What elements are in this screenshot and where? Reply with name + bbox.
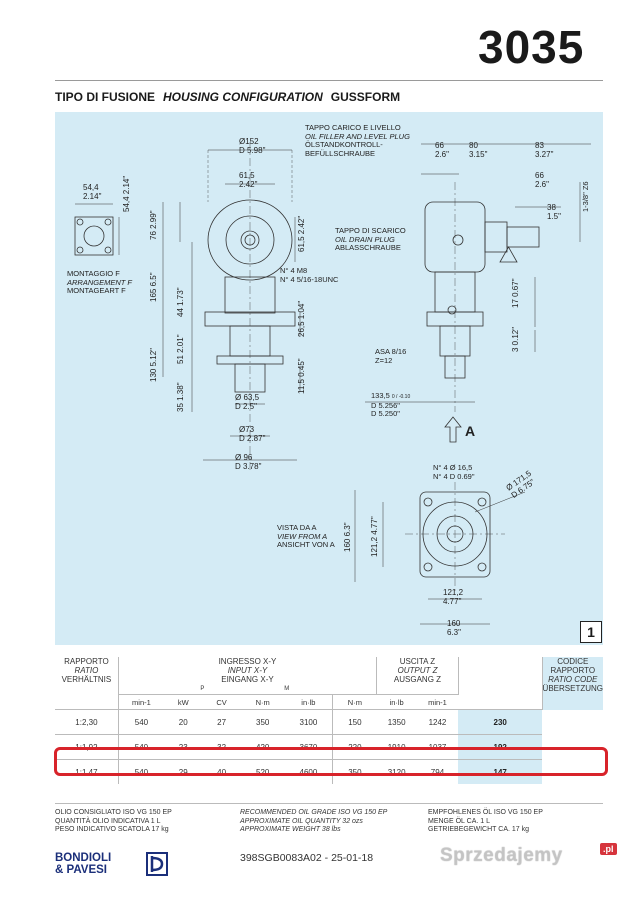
brand-logo-icon [146, 852, 168, 876]
header-divider [55, 80, 603, 81]
watermark: Sprzedajemy [440, 845, 563, 866]
notes-divider [55, 803, 603, 804]
units-row: min-1 kW CV N·m in·lb N·m in·lb min-1 [55, 694, 603, 710]
dim-51: 51 2.01" [176, 334, 185, 364]
drain-plug-label: TAPPO DI SCARICO OIL DRAIN PLUG ABLASSCH… [335, 226, 406, 252]
dim-76: 76 2.99" [149, 210, 158, 240]
view-from-a-label: VISTA DA A VIEW FROM A ANSICHT VON A [277, 523, 335, 549]
dim-121-2-vertical: 121,2 4.77" [370, 516, 379, 557]
dim-165: 165 6.5" [149, 272, 158, 302]
dim-35: 35 1.38" [176, 382, 185, 412]
technical-drawing: TAPPO CARICO E LIVELLO OIL FILLER AND LE… [55, 112, 603, 645]
m-label: M [284, 686, 290, 692]
dim-130: 130 5.12" [149, 347, 158, 382]
table-row-highlighted: 1:1,92 540 23 32 420 3670 220 1910 1037 … [55, 734, 603, 760]
dim-3: 3 0.12" [511, 326, 520, 352]
heading-de: GUSSFORM [330, 90, 401, 104]
p-label: P [200, 686, 205, 692]
dim-11-5: 11,5 0.45" [297, 358, 306, 394]
ratio-code: 147 [458, 759, 543, 784]
holes-label: N° 4 Ø 16,5 N° 4 D 0.69" [433, 463, 475, 481]
model-number: 3035 [478, 21, 585, 73]
dim-17: 17 0.67" [511, 278, 520, 308]
page-number-box: 1 [580, 621, 602, 643]
watermark-badge: .pl [600, 843, 617, 855]
dim-26-5: 26,5 1.04" [297, 300, 306, 337]
mounting-label: MONTAGGIO F ARRANGEMENT F MONTAGEART F [67, 269, 133, 295]
drawing-lines [74, 142, 591, 625]
arrow-a-label: A [465, 423, 476, 439]
shaft-dim-label: 133,5 0 / -0.10 D 5.256" D 5.250" [371, 391, 411, 418]
spline-label: ASA 8/16 Z=12 [375, 347, 407, 365]
heading-en: HOUSING CONFIGURATION [163, 90, 323, 104]
dim-44: 44 1.73" [176, 287, 185, 317]
fill-plug-label: TAPPO CARICO E LIVELLO OIL FILLER AND LE… [305, 123, 410, 158]
ratio-code: 230 [458, 709, 543, 735]
dim-54-4-vertical: 54,4 2.14" [122, 175, 131, 212]
dim-160-vertical: 160 6.3" [343, 522, 352, 552]
row-highlight-marker [54, 747, 608, 776]
table-row: 1:1,47 540 29 40 520 4600 350 3120 794 1… [55, 759, 603, 784]
table-row: 1:2,30 540 20 27 350 3100 150 1350 1242 … [55, 709, 603, 735]
spline-z6-label: 1-3/8" Z6 [581, 181, 590, 212]
document-code: 398SGB0083A02 - 25-01-18 [240, 852, 374, 864]
dim-61-5-vertical: 61,5 2.42" [297, 215, 306, 252]
pm-label-row: P M [55, 684, 603, 695]
heading-it: TIPO DI FUSIONE [55, 90, 156, 104]
section-heading: TIPO DI FUSIONE HOUSING CONFIGURATION GUSS… [55, 90, 400, 104]
brand-logo: BONDIOLI& PAVESI [55, 852, 112, 876]
thread-label: N° 4 M8 N° 4 5/16-18UNC [280, 266, 339, 284]
